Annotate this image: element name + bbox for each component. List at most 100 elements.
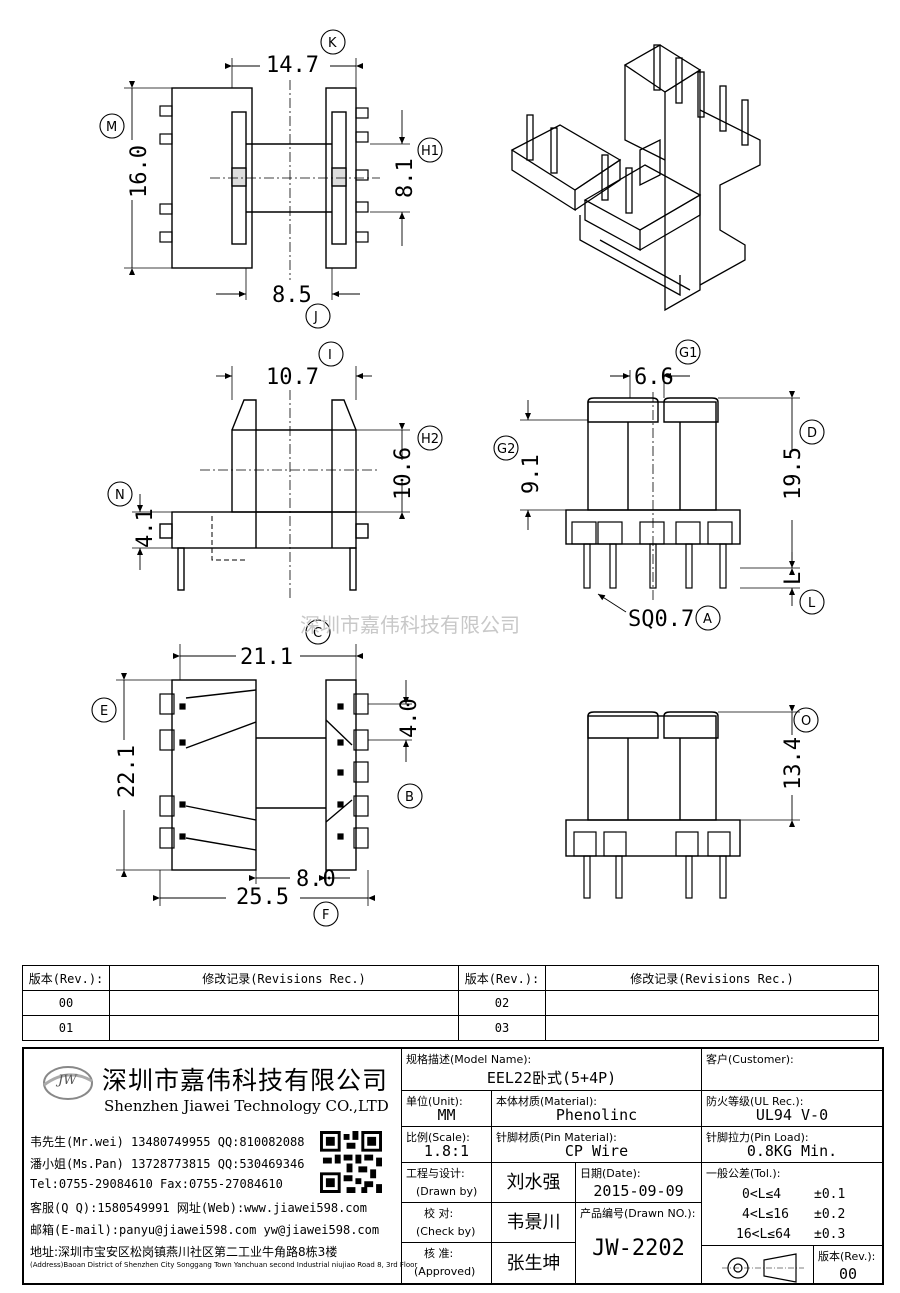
table-row: 00 02	[22, 990, 879, 1016]
check-by-value: 韦景川	[506, 1212, 561, 1233]
watermark: 深圳市嘉伟科技有限公司	[300, 613, 520, 637]
rec-header-1: 修改记录(Revisions Rec.)	[109, 965, 459, 991]
material-value: Phenolinc	[555, 1106, 638, 1124]
dim-n: 4.1	[133, 508, 158, 548]
dim-four: 4.0	[397, 698, 422, 738]
projection-symbol-icon	[722, 1253, 804, 1283]
top-view	[124, 58, 410, 300]
bubble-e: E	[100, 704, 108, 719]
bottom-view	[116, 644, 412, 906]
pin-material-label: 针脚材质(Pin Material):	[496, 1131, 617, 1144]
dim-l: L	[781, 572, 806, 585]
pin-load-value: 0.8KG Min.	[746, 1142, 838, 1160]
front-view	[132, 366, 410, 600]
dim-g2: 9.1	[519, 454, 544, 494]
drawn-no-value: JW-2202	[592, 1236, 685, 1261]
drawn-by-value-cell: 刘水强	[492, 1163, 576, 1203]
date-cell: 日期(Date): 2015-09-09	[576, 1163, 702, 1203]
dim-k: 14.7	[266, 53, 319, 78]
dim-g1: 6.6	[634, 365, 674, 390]
company-logo	[43, 1066, 93, 1100]
approved-cell: 核 准: (Approved)	[402, 1243, 492, 1285]
bubble-d: D	[807, 426, 817, 441]
title-block: JW 深圳市嘉伟科技有限公司 Shenzhen Jiawei Technolog…	[22, 1047, 884, 1285]
contact-line: Tel:0755-29084610 Fax:0755-27084610	[30, 1177, 283, 1191]
address-en: (Address)Baoan District of Shenzhen City…	[30, 1261, 418, 1269]
rev-header-2: 版本(Rev.):	[458, 965, 546, 991]
dim-e: 22.1	[115, 745, 140, 798]
material-label: 本体材质(Material):	[496, 1095, 597, 1108]
pin-load-label: 针脚拉力(Pin Load):	[706, 1131, 809, 1144]
bubble-i: I	[328, 348, 332, 363]
contact-line: 潘小姐(Ms.Pan) 13728773815 QQ:530469346	[30, 1157, 305, 1171]
check-by-label-en: (Check by)	[416, 1225, 476, 1238]
check-by-label: 校 对:	[424, 1207, 454, 1220]
rev-header-1: 版本(Rev.):	[22, 965, 110, 991]
rev-cell: 01	[22, 1015, 110, 1041]
bubble-n: N	[115, 488, 125, 503]
ul-value: UL94 V-0	[755, 1106, 829, 1124]
check-by-cell: 校 对: (Check by)	[402, 1203, 492, 1243]
bubble-l: L	[808, 596, 816, 611]
tol-value: ±0.1	[814, 1187, 846, 1202]
company-panel: JW 深圳市嘉伟科技有限公司 Shenzhen Jiawei Technolog…	[24, 1049, 417, 1285]
contact-line: 客服(Q Q):1580549991 网址(Web):www.jiawei598…	[30, 1201, 367, 1215]
tol-range: 0<L≤4	[742, 1187, 782, 1202]
tolerance-label: 一般公差(Tol.):	[706, 1167, 781, 1180]
unit-cell: 单位(Unit): MM	[402, 1091, 492, 1127]
bubble-f: F	[322, 908, 329, 923]
tol-value: ±0.3	[814, 1227, 846, 1242]
company-name-cn: 深圳市嘉伟科技有限公司	[102, 1066, 389, 1095]
drawn-by-cell: 工程与设计: (Drawn by)	[402, 1163, 492, 1203]
unit-value: MM	[437, 1106, 456, 1124]
model-label: 规格描述(Model Name):	[406, 1053, 532, 1066]
rec-cell	[545, 1015, 879, 1041]
revision-header-row: 版本(Rev.): 修改记录(Revisions Rec.) 版本(Rev.):…	[22, 965, 879, 991]
drawn-by-label: 工程与设计:	[406, 1167, 465, 1180]
dim-i: 10.7	[266, 365, 319, 390]
bubble-h1: H1	[421, 144, 439, 159]
pin-material-value: CP Wire	[564, 1142, 629, 1160]
scale-value: 1.8:1	[423, 1142, 470, 1160]
contact-line: 邮箱(E-mail):panyu@jiawei598.com yw@jiawei…	[30, 1223, 380, 1237]
qr-code-icon	[320, 1131, 382, 1193]
projection-cell	[702, 1245, 814, 1285]
side-view-2	[565, 705, 800, 899]
bubble-m: M	[106, 120, 117, 135]
dim-b25: 25.5	[236, 885, 289, 910]
company-name-en: Shenzhen Jiawei Technology CO.,LTD	[104, 1097, 389, 1115]
bubble-c: C	[313, 626, 322, 641]
drawn-no-cell: 产品编号(Drawn NO.): JW-2202	[576, 1203, 702, 1285]
unit-label: 单位(Unit):	[406, 1095, 463, 1108]
rev-cell: 版本(Rev.): 00	[814, 1245, 882, 1285]
dim-o: 13.4	[781, 737, 806, 790]
bubble-g2: G2	[497, 442, 515, 457]
side-view	[520, 370, 800, 613]
drawn-by-value: 刘水强	[506, 1172, 561, 1193]
model-cell: 规格描述(Model Name): EEL22卧式(5+4P)	[402, 1049, 702, 1091]
bubble-k: K	[328, 36, 337, 51]
model-value: EEL22卧式(5+4P)	[486, 1069, 617, 1087]
dim-h2: 10.6	[391, 447, 416, 500]
dim-j: 8.5	[272, 283, 312, 308]
ul-cell: 防火等级(UL Rec.): UL94 V-0	[702, 1091, 882, 1127]
contact-line: 韦先生(Mr.wei) 13480749955 QQ:810082088	[30, 1135, 305, 1149]
dim-h1: 8.1	[393, 158, 418, 198]
tolerance-cell: 一般公差(Tol.): 0<L≤4 ±0.1 4<L≤16 ±0.2 16<L≤…	[702, 1163, 882, 1245]
material-cell: 本体材质(Material): Phenolinc	[492, 1091, 702, 1127]
revision-table: 版本(Rev.): 修改记录(Revisions Rec.) 版本(Rev.):…	[22, 965, 879, 1041]
drawn-by-label-en: (Drawn by)	[416, 1185, 478, 1198]
bubble-b: B	[405, 790, 414, 805]
bubble-h2: H2	[421, 432, 439, 447]
pin-load-cell: 针脚拉力(Pin Load): 0.8KG Min.	[702, 1127, 882, 1163]
rev-cell: 02	[458, 990, 546, 1016]
rev-value: 00	[838, 1265, 858, 1283]
dim-a: SQ0.7	[628, 607, 694, 632]
bubble-a: A	[703, 612, 712, 627]
tol-range: 4<L≤16	[742, 1207, 789, 1222]
bubble-g1: G1	[679, 346, 697, 361]
drawn-no-label: 产品编号(Drawn NO.):	[580, 1207, 696, 1220]
date-label: 日期(Date):	[580, 1167, 641, 1180]
rec-cell	[109, 990, 459, 1016]
rev-cell: 00	[22, 990, 110, 1016]
